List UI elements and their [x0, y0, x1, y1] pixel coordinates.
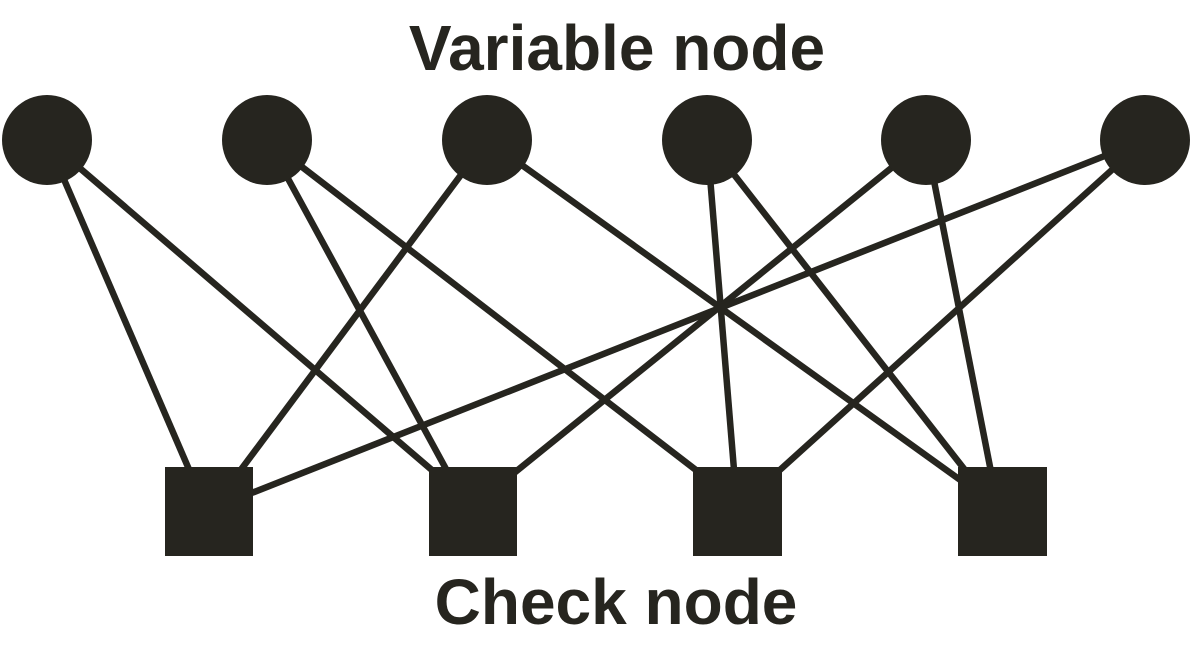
- check-node-s4: [958, 467, 1047, 556]
- variable-node-v2: [222, 95, 312, 185]
- check-node-s2: [429, 467, 517, 556]
- edge-v6-s3: [768, 137, 1148, 481]
- check-node-s3: [693, 467, 782, 556]
- edge-v4-s4: [704, 137, 975, 482]
- variable-node-label: Variable node: [409, 12, 825, 84]
- edge-v6-s1: [237, 136, 1147, 502]
- variable-node-v3: [442, 95, 532, 185]
- edge-v2-s3: [265, 137, 707, 480]
- check-nodes-layer: [165, 467, 1047, 556]
- variable-node-v6: [1100, 95, 1190, 185]
- variable-nodes-layer: [2, 95, 1190, 185]
- edges-layer: [44, 136, 1148, 502]
- edge-v3-s4: [485, 137, 972, 490]
- edge-v3-s1: [231, 138, 490, 481]
- edge-v1-s1: [44, 138, 197, 483]
- variable-node-v4: [662, 95, 752, 185]
- variable-node-v1: [2, 95, 92, 185]
- check-node-s1: [165, 467, 253, 556]
- check-node-label: Check node: [435, 566, 798, 638]
- variable-node-v5: [881, 95, 971, 185]
- edge-v1-s2: [44, 137, 443, 480]
